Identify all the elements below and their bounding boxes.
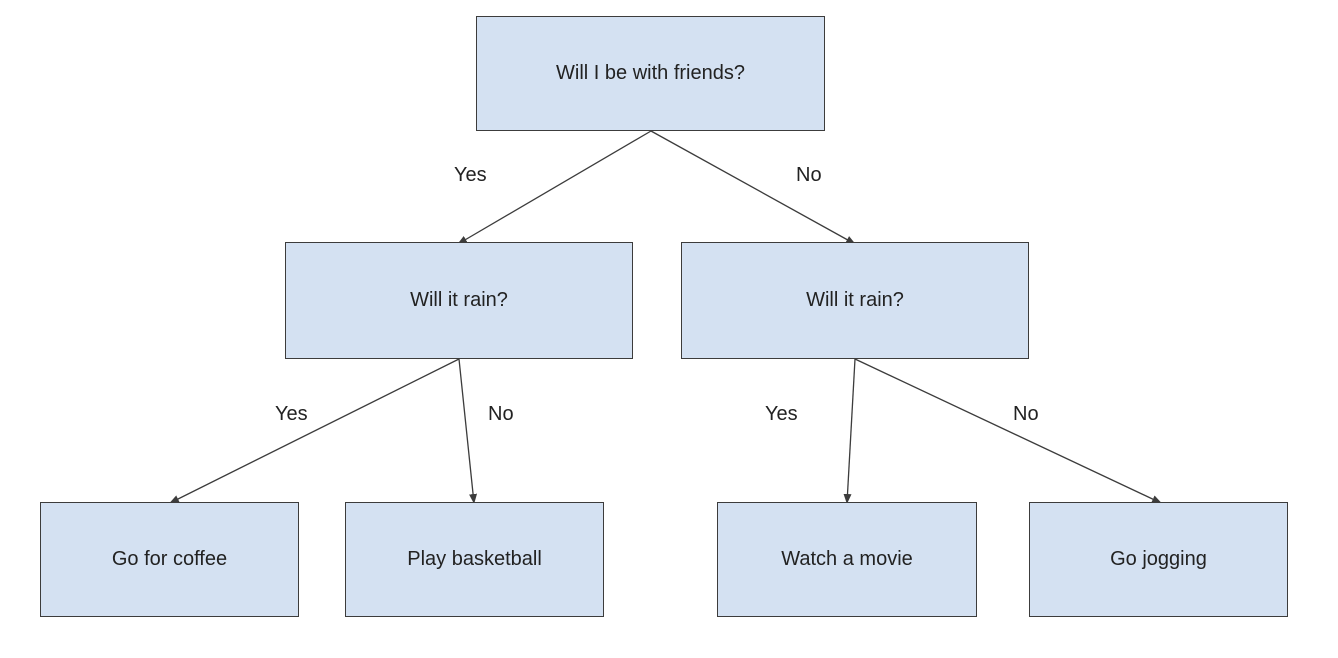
edge-label-rain-friends-yes: Yes bbox=[275, 403, 308, 425]
node-will-it-rain-alone: Will it rain? bbox=[681, 242, 1029, 359]
edge-root-to-rain-alone bbox=[650, 130, 856, 245]
edge-rain-friends-to-basketball bbox=[458, 358, 478, 504]
node-go-for-coffee: Go for coffee bbox=[40, 502, 299, 617]
edge-label-root-no: No bbox=[796, 164, 822, 186]
edge-label-root-yes: Yes bbox=[454, 164, 487, 186]
edge-root-to-rain-friends bbox=[457, 130, 652, 245]
edge-rain-alone-to-jogging bbox=[854, 358, 1162, 504]
edge-label-rain-alone-no: No bbox=[1013, 403, 1039, 425]
node-play-basketball: Play basketball bbox=[345, 502, 604, 617]
edge-rain-friends-to-coffee bbox=[169, 358, 460, 504]
node-go-jogging: Go jogging bbox=[1029, 502, 1288, 617]
edge-rain-alone-to-movie bbox=[843, 358, 856, 504]
node-will-be-with-friends: Will I be with friends? bbox=[476, 16, 825, 131]
node-will-it-rain-friends: Will it rain? bbox=[285, 242, 633, 359]
edge-label-rain-friends-no: No bbox=[488, 403, 514, 425]
node-watch-a-movie: Watch a movie bbox=[717, 502, 977, 617]
edge-label-rain-alone-yes: Yes bbox=[765, 403, 798, 425]
